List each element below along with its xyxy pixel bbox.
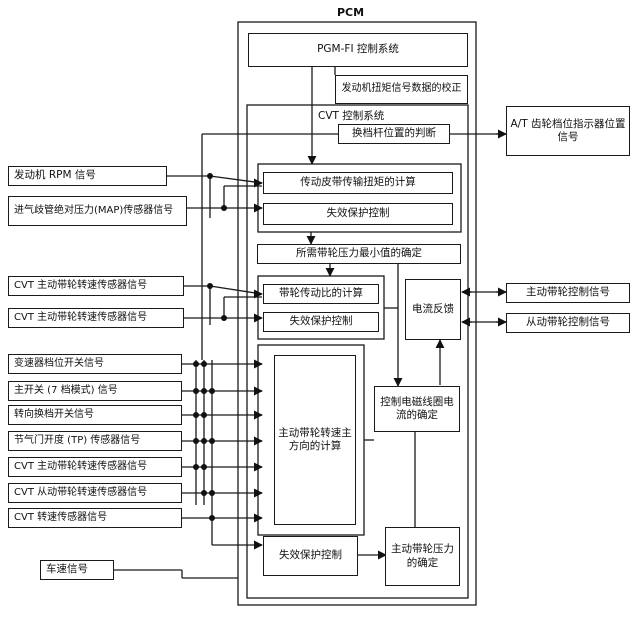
solenoid-current-box: 控制电磁线圈电流的确定	[374, 386, 460, 432]
shift-judgment-box: 换档杆位置的判断	[338, 124, 450, 144]
cvt-system-label: CVT 控制系统	[318, 110, 385, 122]
drive-pulley-control-output-box: 主动带轮控制信号	[506, 283, 630, 303]
range-switch-input-box: 变速器档位开关信号	[8, 354, 182, 374]
main-switch-input-box: 主开关 (7 档模式) 信号	[8, 381, 182, 401]
torque-correction-box: 发动机扭矩信号数据的校正	[335, 75, 468, 104]
cvt-system-frame	[246, 104, 469, 599]
vehicle-speed-input-box: 车速信号	[40, 560, 114, 580]
failsafe-3-box: 失效保护控制	[263, 536, 358, 576]
failsafe-1-box: 失效保护控制	[263, 203, 453, 225]
belt-torque-box: 传动皮带传输扭矩的计算	[263, 172, 453, 194]
cvt-driven-speed-2-input-box: CVT 从动带轮转速传感器信号	[8, 483, 182, 503]
map-sensor-input-box: 进气歧管绝对压力(MAP)传感器信号	[8, 196, 187, 226]
cvt-driven-speed-1-input-box: CVT 主动带轮转速传感器信号	[8, 308, 184, 328]
cvt-speed-input-box: CVT 转速传感器信号	[8, 508, 182, 528]
steering-switch-input-box: 转向换档开关信号	[8, 405, 182, 425]
pcm-outer-frame	[237, 21, 477, 606]
drive-pulley-calc-box: 主动带轮转速主方向的计算	[274, 355, 356, 525]
pgm-fi-system-box: PGM-FI 控制系统	[248, 33, 468, 67]
engine-rpm-input-box: 发动机 RPM 信号	[8, 166, 167, 186]
cvt-drive-speed-2-input-box: CVT 主动带轮转速传感器信号	[8, 457, 182, 477]
min-pressure-box: 所需带轮压力最小值的确定	[257, 244, 461, 264]
pcm-title: PCM	[337, 6, 365, 19]
tp-sensor-input-box: 节气门开度 (TP) 传感器信号	[8, 431, 182, 451]
at-indicator-output-box: A/T 齿轮档位指示器位置信号	[506, 106, 630, 156]
current-feedback-box: 电流反馈	[405, 279, 461, 340]
drive-pulley-pressure-box: 主动带轮压力的确定	[385, 527, 460, 586]
driven-pulley-control-output-box: 从动带轮控制信号	[506, 313, 630, 333]
failsafe-2-box: 失效保护控制	[263, 312, 379, 332]
cvt-drive-speed-1-input-box: CVT 主动带轮转速传感器信号	[8, 276, 184, 296]
torque-group-frame	[257, 163, 462, 233]
pulley-ratio-box: 带轮传动比的计算	[263, 284, 379, 304]
